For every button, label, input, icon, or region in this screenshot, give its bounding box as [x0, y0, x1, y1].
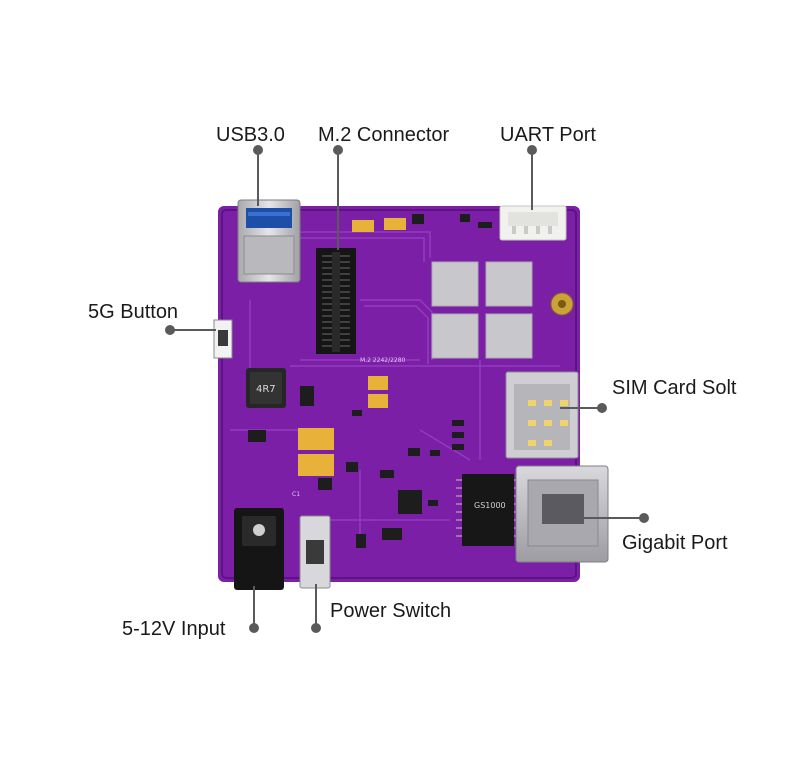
label-power-input: 5-12V Input: [122, 618, 226, 640]
thermal-pads: [431, 261, 533, 359]
label-gigabit-port: Gigabit Port: [622, 532, 728, 554]
label-5g-button: 5G Button: [88, 301, 179, 323]
callout-dot-usb: [253, 145, 263, 155]
inductor-label: 4R7: [256, 384, 276, 395]
label-usb3: USB3.0: [216, 124, 285, 146]
m2-connector: [316, 248, 356, 354]
label-power-switch: Power Switch: [330, 600, 452, 622]
mounting-standoff: [550, 292, 574, 316]
callout-lines: [165, 145, 649, 633]
callout-dot-switch: [311, 623, 321, 633]
power-switch: [299, 515, 331, 589]
callout-dot-input: [249, 623, 259, 633]
ethernet-transformer: [456, 474, 520, 546]
callout-dot-m2: [333, 145, 343, 155]
5g-button: [213, 319, 233, 359]
uart-port: [499, 205, 567, 241]
dc-barrel-jack: [234, 508, 284, 590]
inductor: [246, 368, 286, 408]
callout-dot-sim: [597, 403, 607, 413]
label-sim-card-slot: SIM Card Solt: [612, 377, 737, 399]
label-uart-port: UART Port: [500, 124, 596, 146]
sim-card-slot: [505, 371, 579, 459]
pcb-traces: [230, 231, 560, 540]
cap-label: C1: [292, 491, 300, 498]
m2-silk-text: M.2 2242/2280: [360, 357, 406, 364]
usb3-port: [237, 199, 301, 283]
gigabit-port: [515, 465, 609, 563]
transformer-mark: GS1000: [474, 501, 506, 510]
callout-dot-5g: [165, 325, 175, 335]
callout-dot-uart: [527, 145, 537, 155]
tantalum-capacitors: [298, 376, 388, 490]
callout-dot-gigabit: [639, 513, 649, 523]
label-m2-connector: M.2 Connector: [318, 124, 450, 146]
smd-components-misc: [248, 386, 464, 548]
smd-components-top: [352, 214, 492, 232]
